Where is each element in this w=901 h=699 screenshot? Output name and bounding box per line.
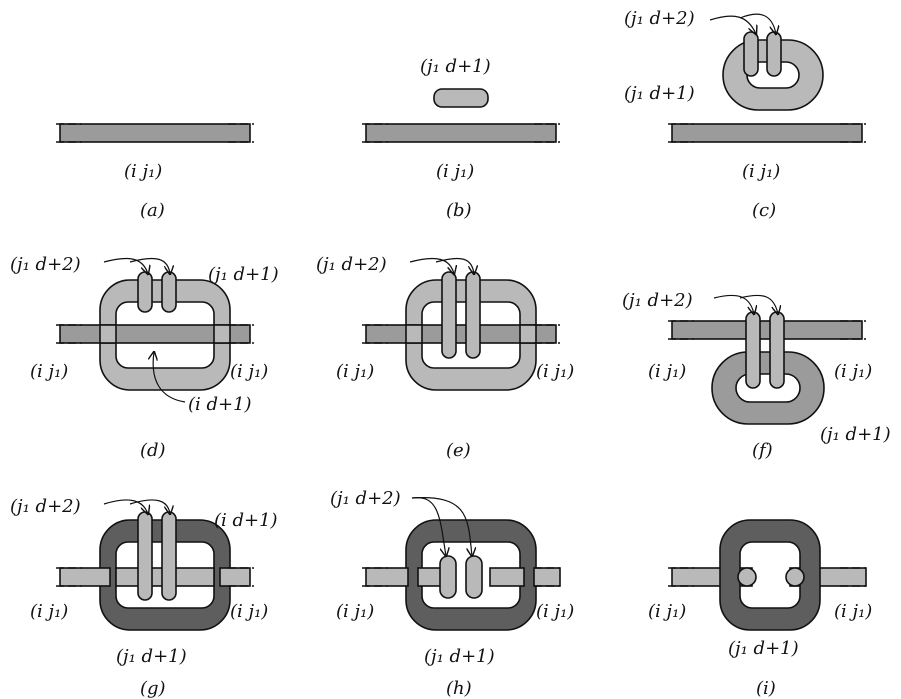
label-j1-d2: (j₁ d+2) bbox=[330, 488, 401, 509]
label-i-j1: (i j₁) bbox=[742, 161, 780, 182]
label-j1-d1: (j₁ d+1) bbox=[420, 56, 491, 77]
label-i-d1: (i d+1) bbox=[214, 510, 278, 531]
panel-caption-d: (d) bbox=[140, 440, 166, 461]
strand-i-j1 bbox=[671, 320, 863, 340]
panel-caption-g: (g) bbox=[140, 678, 166, 699]
panel-e: (j₁ d+2) (i j₁) (i j₁) (e) bbox=[316, 254, 574, 461]
label-j1-d2: (j₁ d+2) bbox=[10, 496, 81, 517]
loop-j1-d1 bbox=[719, 519, 821, 631]
panel-caption-h: (h) bbox=[446, 678, 472, 699]
label-j1-d2: (j₁ d+2) bbox=[624, 8, 695, 29]
panel-d: (j₁ d+2) (j₁ d+1) (i j₁) (i j₁) (i d+1) … bbox=[10, 254, 279, 461]
small-loop-j1-d1 bbox=[433, 88, 489, 108]
strand-i-j1 bbox=[59, 567, 111, 587]
label-j1-d2: (j₁ d+2) bbox=[622, 290, 693, 311]
panel-caption-a: (a) bbox=[140, 200, 165, 221]
label-j1-d2: (j₁ d+2) bbox=[316, 254, 387, 275]
label-i-j1-left: (i j₁) bbox=[30, 601, 68, 622]
strand-i-j1 bbox=[365, 567, 409, 587]
label-i-j1: (i j₁) bbox=[124, 161, 162, 182]
clasp-j1-d2 bbox=[745, 311, 761, 389]
label-i-j1-right: (i j₁) bbox=[536, 361, 574, 382]
clasp-j1-d2 bbox=[439, 555, 457, 599]
label-i-j1-left: (i j₁) bbox=[30, 361, 68, 382]
label-i-j1: (i j₁) bbox=[436, 161, 474, 182]
clasp-j1-d2 bbox=[137, 511, 153, 601]
label-j1-d1: (j₁ d+1) bbox=[208, 264, 279, 285]
label-i-j1-right: (i j₁) bbox=[834, 361, 872, 382]
panel-b: (j₁ d+1) (i j₁) (b) bbox=[362, 56, 560, 221]
label-i-j1-left: (i j₁) bbox=[648, 601, 686, 622]
label-j1-d1: (j₁ d+1) bbox=[116, 646, 187, 667]
label-j1-d2: (j₁ d+2) bbox=[10, 254, 81, 275]
label-i-j1-right: (i j₁) bbox=[536, 601, 574, 622]
clasp-j1-d2 bbox=[137, 271, 153, 313]
panel-caption-b: (b) bbox=[446, 200, 472, 221]
label-j1-d1: (j₁ d+1) bbox=[424, 646, 495, 667]
panel-caption-f: (f) bbox=[752, 440, 773, 461]
panel-f: (j₁ d+2) (i j₁) (i j₁) (j₁ d+1) (f) bbox=[622, 290, 891, 461]
panel-c: (j₁ d+2) (j₁ d+1) (i j₁) (c) bbox=[624, 8, 866, 221]
label-j1-d1: (j₁ d+1) bbox=[728, 638, 799, 659]
clasp-j1-d2 bbox=[441, 271, 457, 359]
label-i-j1-left: (i j₁) bbox=[648, 361, 686, 382]
strand-i-j1 bbox=[59, 123, 251, 143]
label-j1-d1: (j₁ d+1) bbox=[624, 83, 695, 104]
panel-caption-c: (c) bbox=[752, 200, 776, 221]
panel-caption-e: (e) bbox=[446, 440, 471, 461]
label-i-d1: (i d+1) bbox=[188, 394, 252, 415]
panel-i: (i j₁) (i j₁) (j₁ d+1) (i) bbox=[648, 519, 872, 699]
label-i-j1-left: (i j₁) bbox=[336, 601, 374, 622]
label-i-j1-left: (i j₁) bbox=[336, 361, 374, 382]
label-i-j1-right: (i j₁) bbox=[230, 601, 268, 622]
strand-i-j1 bbox=[671, 123, 863, 143]
loop-j1-d1 bbox=[711, 351, 825, 425]
label-i-j1-right: (i j₁) bbox=[834, 601, 872, 622]
panel-h: (j₁ d+2) (i j₁) (i j₁) (j₁ d+1) (h) bbox=[330, 488, 574, 699]
clasp-j1-d2 bbox=[743, 31, 759, 77]
label-j1-d1: (j₁ d+1) bbox=[820, 424, 891, 445]
label-i-j1-right: (i j₁) bbox=[230, 361, 268, 382]
strand-i-j1 bbox=[365, 123, 557, 143]
panel-a: (i j₁) (a) bbox=[56, 123, 254, 221]
panel-g: (j₁ d+2) (i d+1) (i j₁) (i j₁) (j₁ d+1) … bbox=[10, 496, 278, 699]
panel-caption-i: (i) bbox=[756, 678, 776, 699]
